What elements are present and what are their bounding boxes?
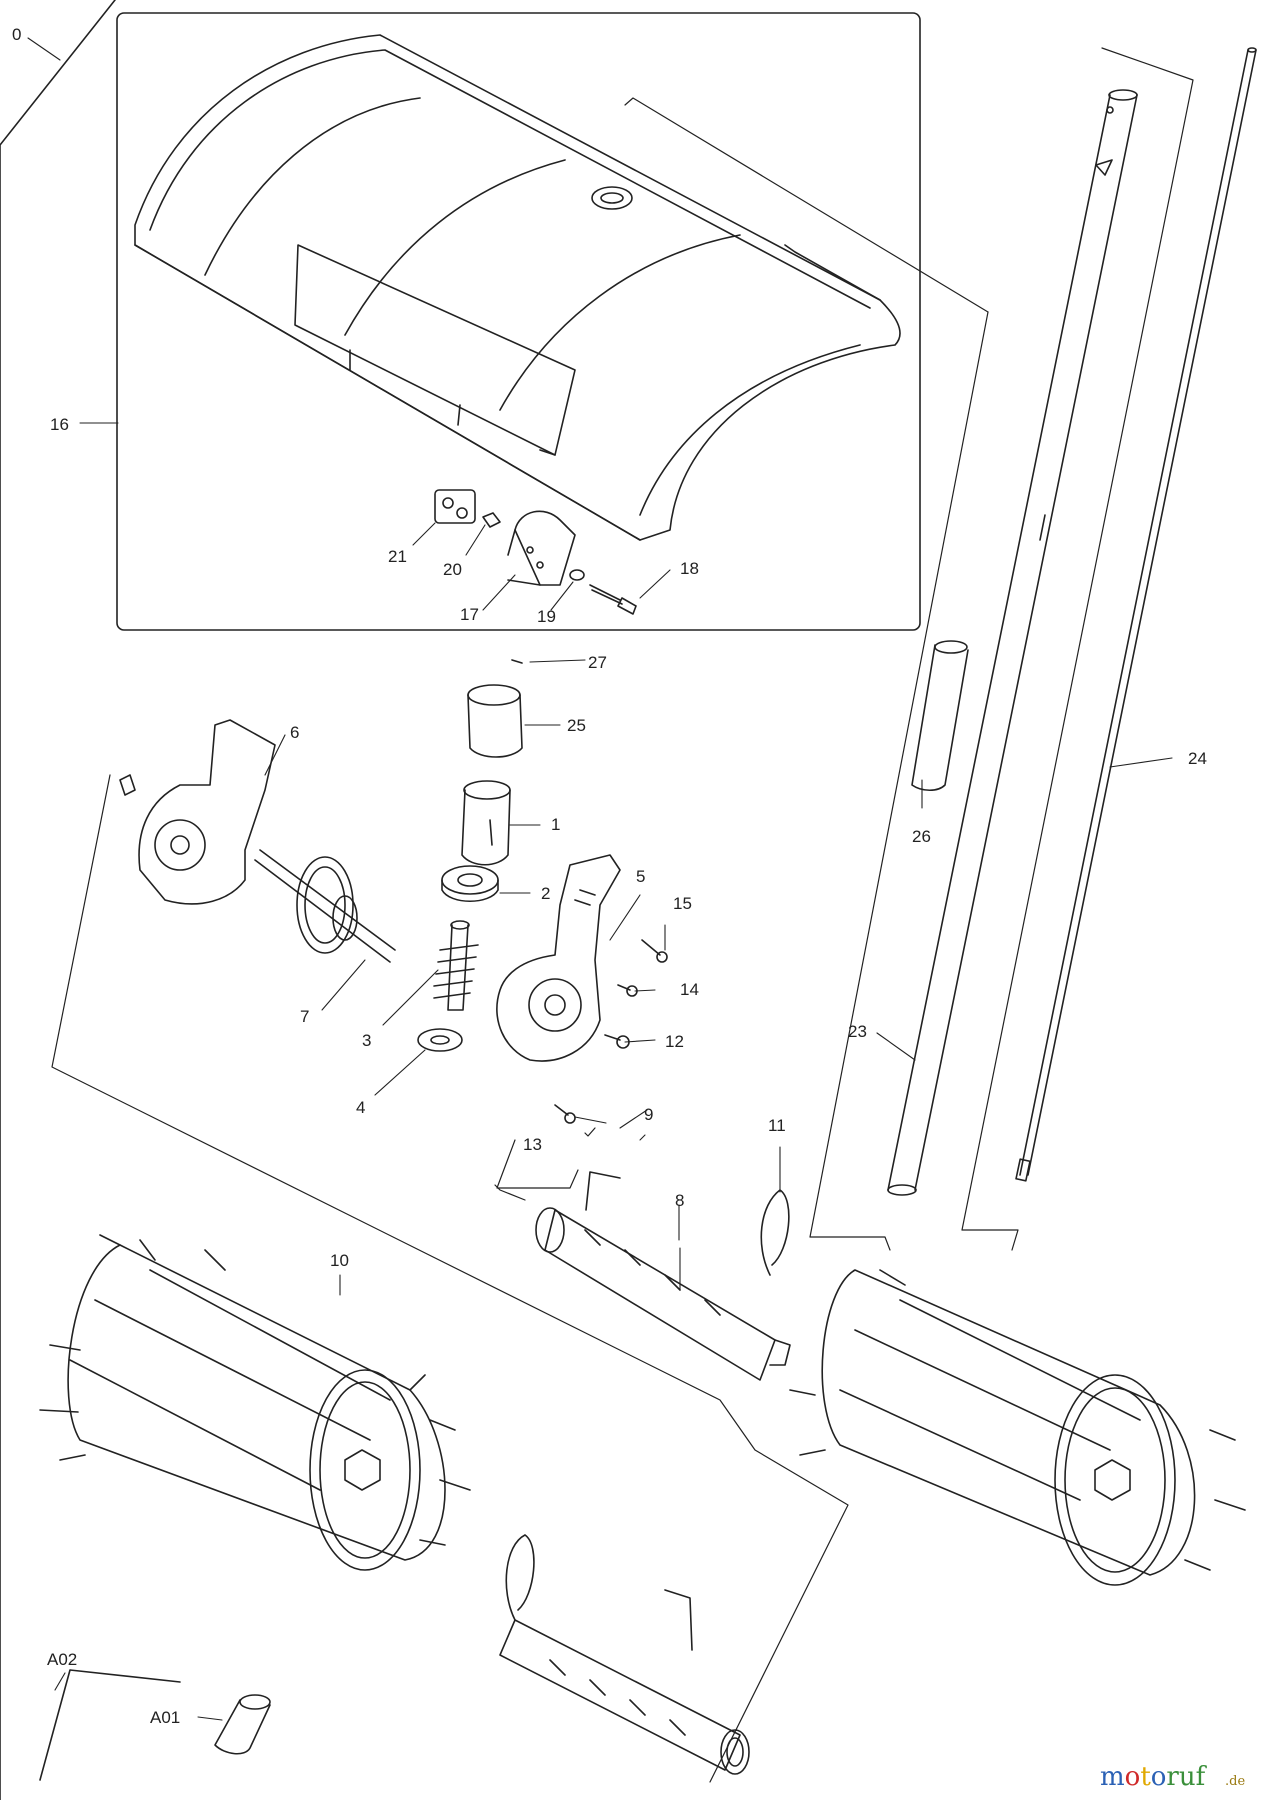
screw-14-part [617, 984, 638, 997]
logo-letter-o1: o [1125, 1762, 1141, 1792]
bearing-4-part [417, 1028, 463, 1052]
r-clip-11-part [760, 1189, 790, 1276]
rotor-drum-left-10-part [39, 1234, 471, 1571]
label-0: 0 [12, 25, 21, 44]
label-A02: A02 [47, 1650, 77, 1669]
assembly-guide-lines [51, 47, 1194, 1783]
screw-13-part [554, 1104, 576, 1124]
hex-key-9-part [585, 1171, 621, 1211]
gear-case-5-part [496, 854, 621, 1062]
tube-1-part [461, 780, 511, 866]
bearing-2-part [441, 865, 499, 902]
label-17: 17 [460, 605, 479, 624]
label-19: 19 [537, 607, 556, 626]
label-10: 10 [330, 1251, 349, 1270]
worm-shaft-3-part [433, 920, 479, 1011]
label-25: 25 [567, 716, 586, 735]
clamp-bracket-part [507, 510, 576, 586]
label-24: 24 [1188, 749, 1207, 768]
rotor-drum-right-part [789, 1269, 1246, 1586]
drive-shaft-24-part [1015, 47, 1257, 1182]
svg-text:motoruf: motoruf [1100, 1762, 1208, 1792]
leader-lines [27, 37, 1173, 1721]
label-A01: A01 [150, 1708, 180, 1727]
label-5: 5 [636, 867, 645, 886]
label-11: 11 [768, 1116, 786, 1135]
hex-key-lower-part [664, 1589, 693, 1651]
axle-8-part [535, 1207, 791, 1381]
label-26: 26 [912, 827, 931, 846]
washer-19-part [569, 569, 585, 581]
logo-suffix: .de [1225, 1774, 1245, 1789]
nuts-21-part [434, 489, 476, 524]
logo-letter-m: m [1100, 1762, 1125, 1792]
screw-15-part [641, 939, 668, 963]
logo-letters-ruf: ruf [1166, 1762, 1207, 1792]
label-15: 15 [673, 894, 692, 913]
label-13: 13 [523, 1135, 542, 1154]
label-23: 23 [848, 1022, 867, 1041]
label-8: 8 [675, 1191, 684, 1210]
label-6: 6 [290, 723, 299, 742]
cover-subassembly-box [116, 12, 921, 631]
logo-letter-t: t [1140, 1762, 1151, 1792]
axle-lower-part [499, 1619, 750, 1775]
label-16: 16 [50, 415, 69, 434]
gear-housing-cover-6-part [119, 719, 276, 905]
label-20: 20 [443, 560, 462, 579]
label-27: 27 [588, 653, 607, 672]
sleeve-25-part [467, 684, 523, 758]
label-4: 4 [356, 1098, 365, 1117]
callout-labels: 0 16 21 20 17 19 18 27 25 1 2 6 7 3 4 5 … [12, 25, 1207, 1727]
label-14: 14 [680, 980, 699, 999]
label-18: 18 [680, 559, 699, 578]
bushing-A01-part [214, 1694, 271, 1755]
cover-hood-part [134, 34, 901, 541]
gear-shaft-7-part [254, 849, 396, 963]
r-clip-lower-part [505, 1534, 535, 1621]
motoruf-watermark-logo: motoruf .de [1100, 1762, 1245, 1792]
label-21: 21 [388, 547, 407, 566]
label-12: 12 [665, 1032, 684, 1051]
screw-18-part [589, 584, 637, 615]
hex-key-A02-part [39, 1669, 181, 1781]
tube-23-part [887, 89, 1138, 1196]
label-9: 9 [644, 1105, 653, 1124]
logo-letter-o2: o [1151, 1762, 1167, 1792]
label-7: 7 [300, 1007, 309, 1026]
nut-20-part [482, 512, 501, 528]
label-3: 3 [362, 1031, 371, 1050]
label-1: 1 [551, 815, 560, 834]
grip-26-part [911, 640, 969, 792]
label-2: 2 [541, 884, 550, 903]
pin-27-part [511, 659, 523, 664]
frame-border [0, 0, 116, 1800]
